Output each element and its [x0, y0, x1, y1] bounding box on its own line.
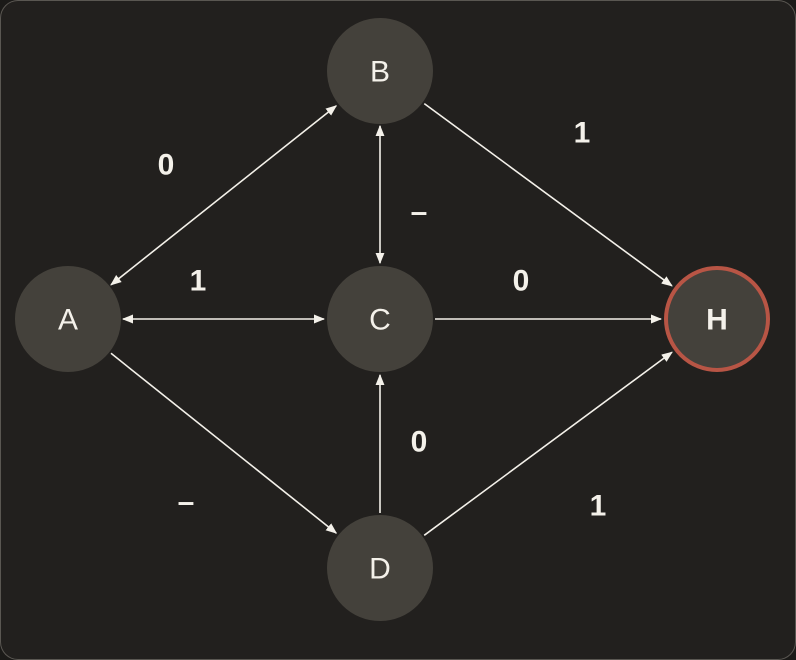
- edge-label-b-c: –: [411, 196, 428, 229]
- node-label-a: A: [58, 304, 78, 337]
- node-b: B: [327, 18, 433, 124]
- node-d: D: [327, 515, 433, 621]
- edges-layer: [110, 102, 673, 536]
- node-h: H: [664, 266, 770, 372]
- edge-label-a-d: –: [178, 486, 195, 519]
- edge-label-c-h: 0: [513, 265, 530, 298]
- edge-label-d-c: 0: [411, 426, 428, 459]
- edge-label-d-h: 1: [590, 490, 607, 523]
- edge-labels-layer: 0 1 – – 1 0 0 1: [158, 117, 607, 523]
- edge-label-b-h: 1: [574, 117, 591, 150]
- node-circle-h: [664, 266, 770, 372]
- edge-d-h: [423, 351, 673, 536]
- node-c: C: [327, 266, 433, 372]
- edge-label-a-c: 1: [190, 265, 207, 298]
- nodes-layer: A B C D H: [15, 18, 770, 621]
- node-circle-b: [327, 18, 433, 124]
- node-label-b: B: [370, 56, 390, 89]
- node-label-h: H: [706, 304, 728, 337]
- node-circle-d: [327, 515, 433, 621]
- node-circle-a: [15, 266, 121, 372]
- node-label-c: C: [369, 304, 391, 337]
- edge-a-d: [110, 352, 338, 534]
- node-label-d: D: [369, 553, 391, 586]
- edge-label-a-b: 0: [158, 149, 175, 182]
- edge-a-b: [110, 105, 338, 286]
- edge-b-h: [423, 102, 673, 287]
- node-circle-c: [327, 266, 433, 372]
- node-a: A: [15, 266, 121, 372]
